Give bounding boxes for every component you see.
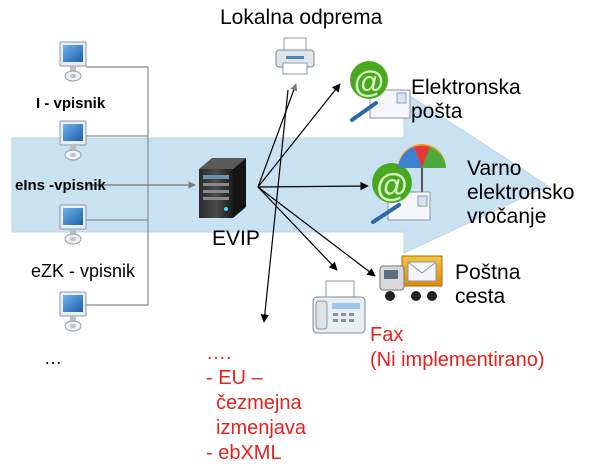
monitor-icon bbox=[59, 204, 87, 245]
client-label-i-vpisnik: I - vpisnik bbox=[36, 95, 106, 112]
server-icon bbox=[199, 158, 246, 218]
svg-text:@: @ bbox=[354, 64, 384, 99]
truck-icon bbox=[379, 255, 443, 301]
distribution-arrows bbox=[257, 83, 376, 323]
client-label-eins-vpisnik: eIns -vpisnik bbox=[15, 177, 106, 194]
secure-delivery-label: Varno elektronsko vročanje bbox=[467, 157, 575, 228]
eu-exchange-label: …. - EU – čezmejna izmenjava - ebXML bbox=[206, 342, 307, 464]
client-connectors bbox=[86, 66, 196, 306]
evip-label: EVIP bbox=[212, 227, 260, 250]
email-label: Elektronska pošta bbox=[411, 76, 521, 123]
fax-icon bbox=[312, 280, 366, 334]
email-icon: @ bbox=[350, 61, 411, 122]
local-dispatch-label: Lokalna odprema bbox=[220, 6, 383, 29]
printer-icon bbox=[275, 37, 315, 75]
fax-label: Fax (Ni implementirano) bbox=[370, 324, 545, 371]
umbrella-icon: @ bbox=[371, 144, 446, 224]
svg-text:@: @ bbox=[376, 167, 407, 203]
client-label-ezk-vpisnik: eZK - vpisnik bbox=[31, 261, 136, 281]
client-label-more: … bbox=[44, 348, 62, 368]
monitor-icon bbox=[59, 41, 87, 82]
monitor-icon bbox=[59, 291, 87, 332]
postal-label: Poštna cesta bbox=[455, 261, 521, 308]
